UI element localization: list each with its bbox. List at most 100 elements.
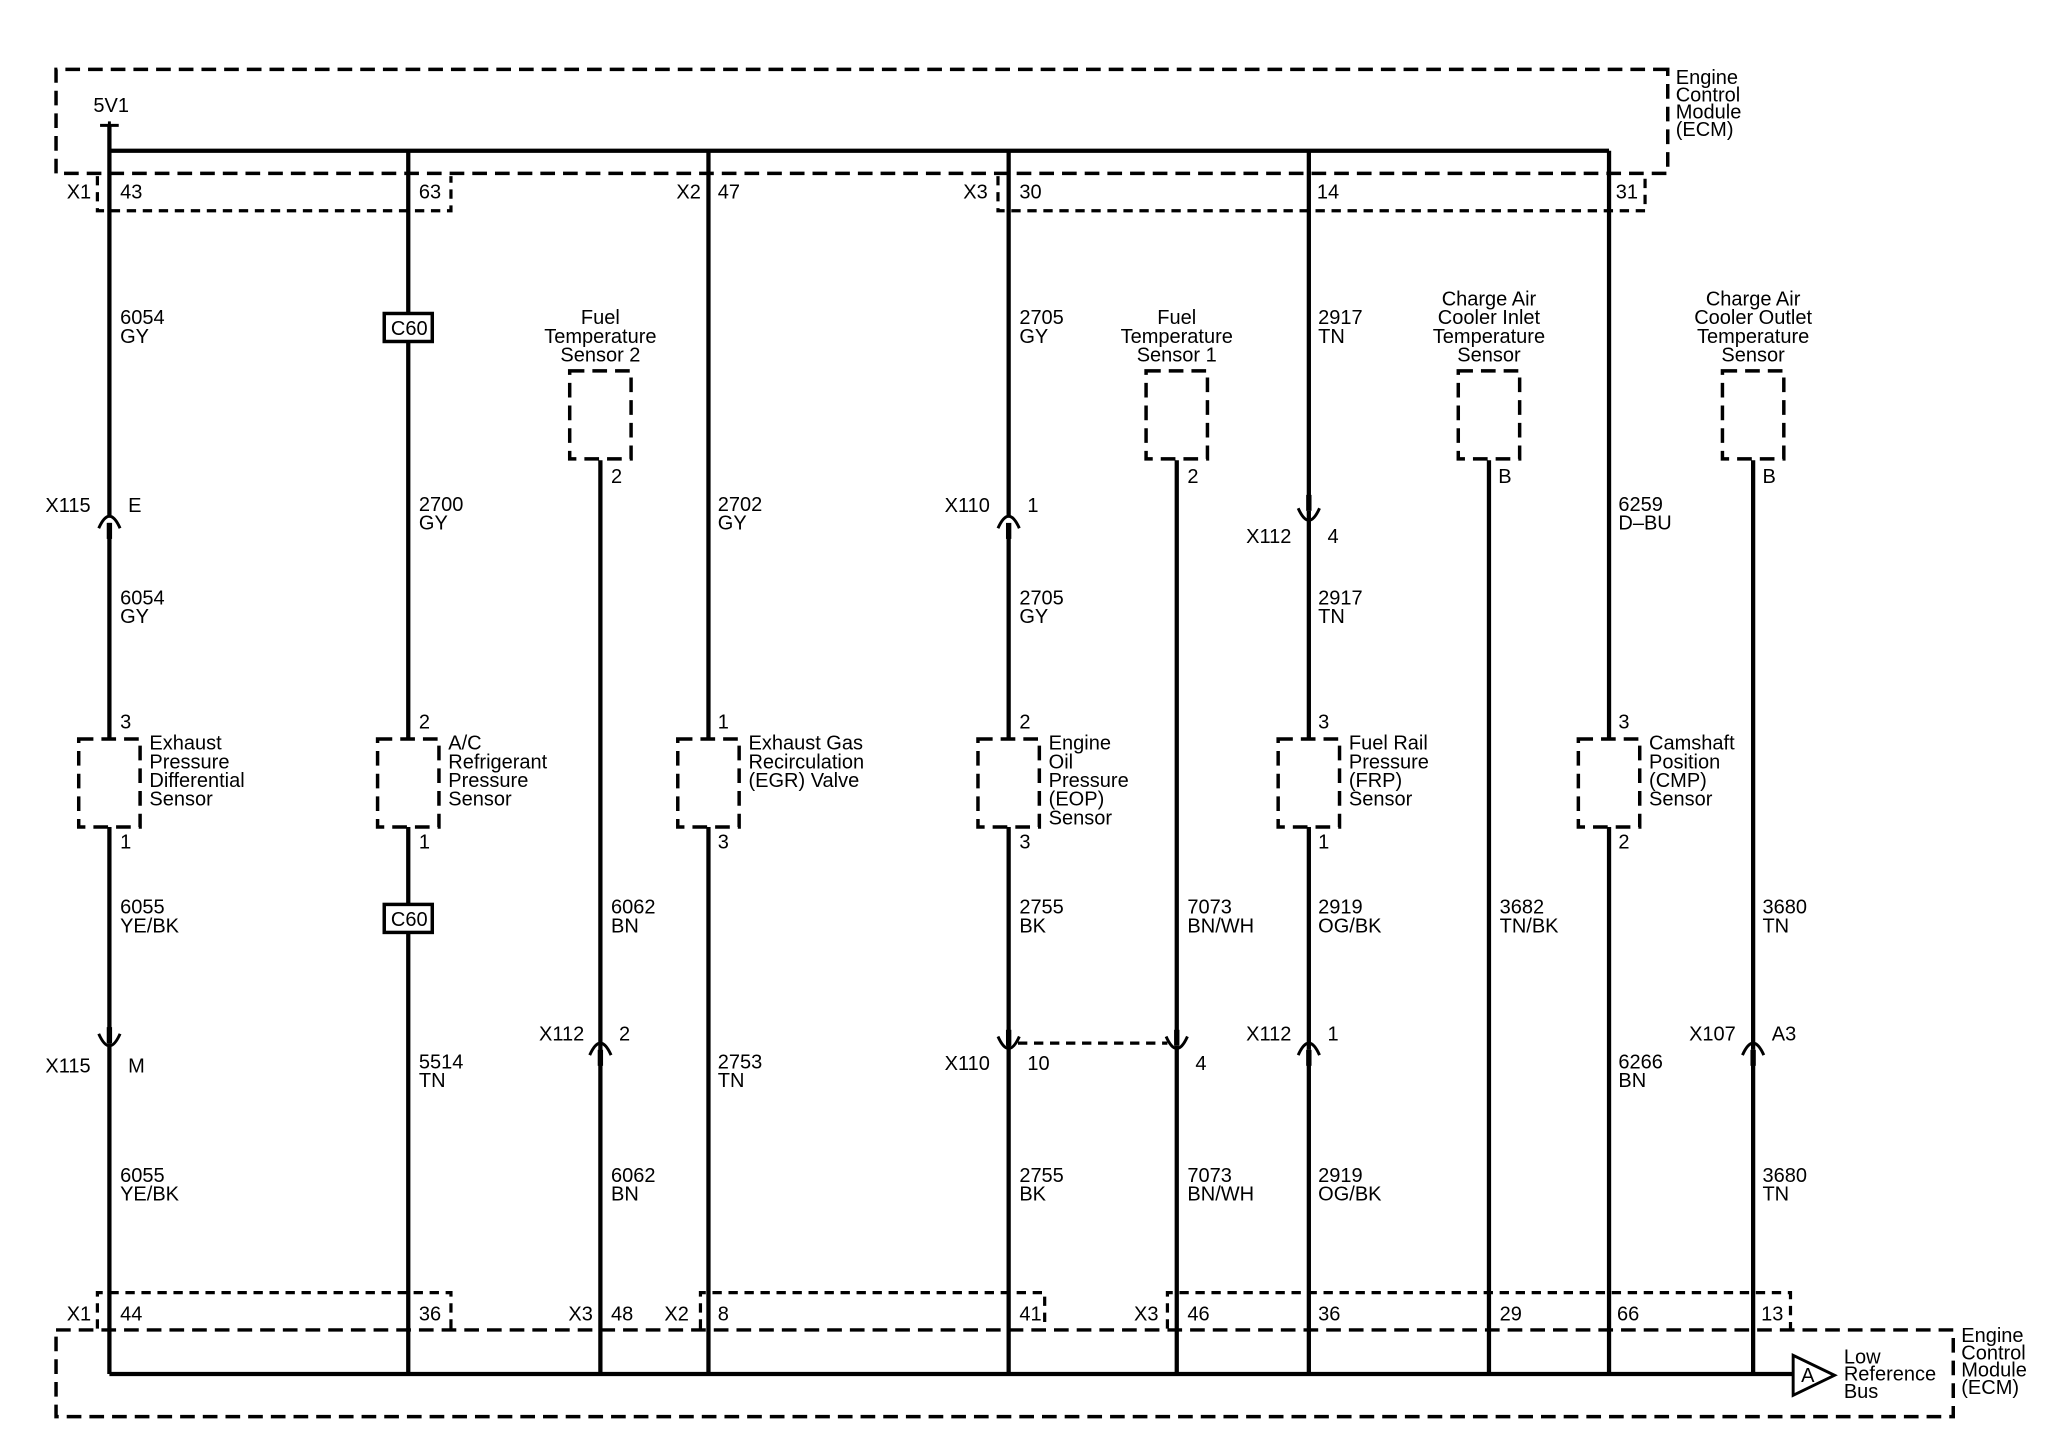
svg-text:6062: 6062: [611, 1165, 656, 1187]
svg-text:A: A: [1801, 1365, 1815, 1387]
svg-text:TN: TN: [1318, 606, 1345, 628]
bottom-connector-labels: X1 44 36 X3 48 X2 8 41 X3 46 36 29 66 13: [67, 1304, 1784, 1326]
svg-text:1: 1: [120, 831, 131, 853]
svg-text:2755: 2755: [1019, 897, 1064, 919]
pin-connectors: [97, 494, 1766, 1066]
svg-text:D–BU: D–BU: [1618, 513, 1671, 535]
svg-text:Oil: Oil: [1049, 751, 1073, 773]
svg-text:2753: 2753: [718, 1051, 763, 1073]
svg-text:GY: GY: [1019, 606, 1048, 628]
fuel-temperature-sensor-1: Fuel Temperature Sensor 1 2: [1121, 307, 1233, 488]
svg-text:X3: X3: [963, 182, 987, 204]
ecm-bottom-label: Engine Control Module (ECM): [1961, 1325, 2027, 1399]
svg-text:Position: Position: [1649, 751, 1720, 773]
wires: [107, 125, 1756, 1374]
svg-text:2: 2: [1019, 711, 1030, 733]
svg-text:31: 31: [1616, 182, 1638, 204]
engine-oil-pressure-sensor: 2 3 Engine Oil Pressure (EOP) Sensor: [976, 711, 1129, 853]
svg-text:6055: 6055: [120, 897, 165, 919]
svg-text:Control: Control: [1961, 1342, 2025, 1364]
svg-text:1: 1: [1027, 495, 1038, 517]
svg-text:X112: X112: [1246, 1023, 1291, 1045]
svg-text:X3: X3: [568, 1304, 592, 1326]
svg-text:6054: 6054: [120, 587, 165, 609]
svg-text:X107: X107: [1689, 1023, 1736, 1045]
svg-text:3: 3: [1318, 711, 1329, 733]
svg-text:3: 3: [718, 831, 729, 853]
svg-text:X1: X1: [67, 1304, 91, 1326]
svg-text:4: 4: [1195, 1053, 1206, 1075]
svg-text:14: 14: [1317, 182, 1339, 204]
svg-text:Engine: Engine: [1676, 67, 1738, 89]
svg-text:YE/BK: YE/BK: [120, 915, 180, 937]
svg-text:63: 63: [419, 182, 441, 204]
svg-text:C60: C60: [391, 318, 428, 340]
svg-text:6054: 6054: [120, 307, 165, 329]
svg-text:2917: 2917: [1318, 307, 1363, 329]
svg-text:TN: TN: [1318, 326, 1345, 348]
svg-text:Low: Low: [1844, 1346, 1881, 1368]
ecm-top-label: Engine Control Module (ECM): [1676, 67, 1742, 141]
exhaust-pressure-differential-sensor: 3 1 Exhaust Pressure Differential Sensor: [76, 711, 245, 853]
svg-text:36: 36: [419, 1304, 441, 1326]
svg-text:2919: 2919: [1318, 1165, 1363, 1187]
svg-text:BN: BN: [611, 915, 639, 937]
svg-text:44: 44: [120, 1304, 142, 1326]
svg-text:Sensor: Sensor: [448, 789, 512, 811]
svg-text:Reference: Reference: [1844, 1364, 1936, 1386]
svg-text:7073: 7073: [1187, 897, 1232, 919]
svg-text:2917: 2917: [1318, 587, 1363, 609]
svg-text:5V1: 5V1: [93, 95, 129, 117]
svg-text:2700: 2700: [419, 494, 464, 516]
supply-bus-5v1: 5V1: [93, 95, 1610, 153]
svg-text:Sensor: Sensor: [149, 789, 213, 811]
svg-text:(CMP): (CMP): [1649, 770, 1707, 792]
svg-text:6062: 6062: [611, 897, 656, 919]
svg-text:E: E: [128, 495, 141, 517]
ac-refrigerant-pressure-sensor: 2 1 A/C Refrigerant Pressure Sensor: [375, 711, 548, 853]
svg-text:Sensor: Sensor: [1049, 807, 1113, 829]
svg-text:7073: 7073: [1187, 1165, 1232, 1187]
svg-text:2: 2: [611, 466, 622, 488]
svg-text:Engine: Engine: [1961, 1325, 2023, 1347]
svg-text:Pressure: Pressure: [1049, 770, 1129, 792]
svg-text:Sensor: Sensor: [1457, 345, 1521, 367]
svg-text:X115: X115: [45, 495, 90, 517]
svg-text:2705: 2705: [1019, 587, 1064, 609]
svg-text:A3: A3: [1772, 1023, 1796, 1045]
svg-text:Charge Air: Charge Air: [1442, 288, 1537, 310]
svg-text:3682: 3682: [1500, 897, 1545, 919]
svg-text:Temperature: Temperature: [1121, 326, 1233, 348]
pin-connector-labels: X115 E X110 1 X112 4 X115 M X112 2 X110 …: [45, 495, 1796, 1077]
svg-text:29: 29: [1500, 1304, 1522, 1326]
svg-text:GY: GY: [120, 606, 149, 628]
svg-text:2919: 2919: [1318, 897, 1363, 919]
svg-text:TN: TN: [718, 1070, 745, 1092]
charge-air-cooler-outlet-temperature-sensor: Charge Air Cooler Outlet Temperature Sen…: [1694, 288, 1812, 487]
svg-text:GY: GY: [718, 513, 747, 535]
svg-text:Exhaust: Exhaust: [149, 733, 222, 755]
svg-text:3680: 3680: [1762, 897, 1807, 919]
svg-text:Control: Control: [1676, 84, 1740, 106]
camshaft-position-sensor: 3 2 Camshaft Position (CMP) Sensor: [1576, 711, 1735, 853]
svg-text:2: 2: [1187, 466, 1198, 488]
svg-text:(FRP): (FRP): [1349, 770, 1402, 792]
svg-text:Pressure: Pressure: [1349, 751, 1429, 773]
svg-text:10: 10: [1027, 1053, 1049, 1075]
svg-text:46: 46: [1187, 1304, 1209, 1326]
svg-text:OG/BK: OG/BK: [1318, 915, 1382, 937]
svg-text:30: 30: [1019, 182, 1041, 204]
svg-text:36: 36: [1318, 1304, 1340, 1326]
svg-text:Sensor 2: Sensor 2: [560, 345, 640, 367]
svg-text:OG/BK: OG/BK: [1318, 1184, 1382, 1206]
svg-text:Fuel: Fuel: [1157, 307, 1196, 329]
svg-text:Refrigerant: Refrigerant: [448, 751, 547, 773]
svg-text:TN/BK: TN/BK: [1500, 915, 1560, 937]
svg-text:2755: 2755: [1019, 1165, 1064, 1187]
svg-text:Temperature: Temperature: [544, 326, 656, 348]
svg-text:X2: X2: [676, 182, 700, 204]
svg-text:3680: 3680: [1762, 1165, 1807, 1187]
svg-text:X112: X112: [539, 1023, 584, 1045]
svg-text:2: 2: [419, 711, 430, 733]
